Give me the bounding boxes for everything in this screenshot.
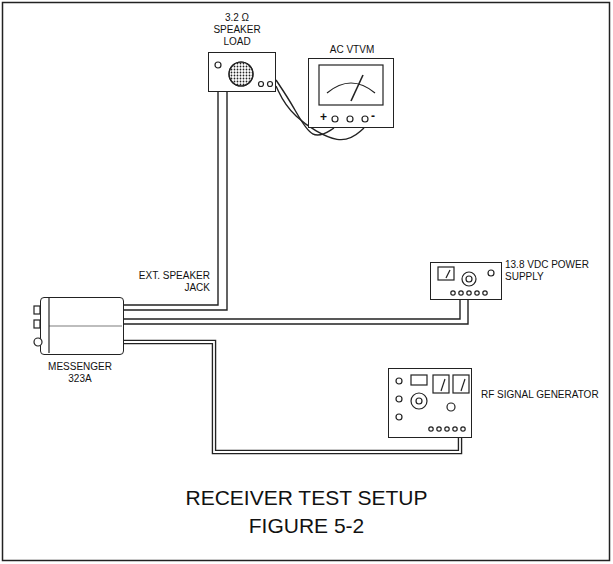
- output-meter: [433, 375, 449, 393]
- control-knob: [396, 414, 402, 420]
- terminal: [445, 427, 449, 431]
- terminal: [467, 291, 471, 295]
- instrument-drawing: [209, 53, 274, 90]
- terminal: [362, 116, 368, 122]
- speaker-load-box: 3.2 Ω SPEAKER LOAD: [208, 52, 276, 92]
- instrument-details: [319, 65, 383, 122]
- meter-needle: [441, 379, 445, 391]
- figure-number: FIGURE 5-2: [0, 514, 613, 538]
- instrument-label: MESSENGER 323A: [45, 361, 115, 385]
- speaker-grille: [229, 62, 253, 86]
- attenuator-knob: [447, 403, 455, 411]
- meter-face: [319, 65, 383, 105]
- instrument-label: AC VTVM: [322, 44, 382, 56]
- terminal: [347, 116, 353, 122]
- jack-label: EXT. SPEAKER JACK: [134, 270, 210, 294]
- control-knob: [396, 378, 402, 384]
- modulation-meter: [453, 375, 469, 393]
- terminal: [461, 427, 465, 431]
- front-panel-edge: [48, 298, 49, 353]
- terminal: [453, 427, 457, 431]
- meter-scale: [327, 83, 375, 93]
- control-knob: [396, 396, 402, 402]
- terminal-polarity: -: [371, 110, 375, 122]
- instrument-label: 3.2 Ω SPEAKER LOAD: [210, 12, 264, 48]
- tuning-knob: [411, 393, 427, 409]
- terminal: [437, 427, 441, 431]
- meter-needle: [446, 270, 450, 278]
- terminal: [483, 291, 487, 295]
- page-border: [3, 3, 610, 561]
- test-lead: [124, 300, 468, 324]
- volt-meter: [438, 267, 454, 280]
- terminal-polarity: +: [320, 111, 327, 123]
- meter-needle: [351, 75, 363, 101]
- terminal: [475, 291, 479, 295]
- instrument-drawing: [41, 298, 122, 353]
- instrument-details: [215, 62, 273, 87]
- instrument-label: RF SIGNAL GENERATOR: [481, 389, 605, 401]
- meter-needle: [461, 379, 465, 391]
- power-supply-box: 13.8 VDC POWER SUPPLY: [430, 262, 502, 300]
- frequency-dial: [411, 375, 427, 385]
- terminal: [459, 291, 463, 295]
- terminal: [268, 82, 273, 87]
- radio-unit: MESSENGER 323A: [40, 297, 124, 355]
- knob-center: [466, 276, 472, 282]
- terminal: [259, 82, 264, 87]
- instrument-label: 13.8 VDC POWER SUPPLY: [505, 259, 591, 283]
- signal-generator-box: RF SIGNAL GENERATOR: [388, 368, 472, 438]
- instrument-details: [438, 267, 494, 295]
- figure-title: RECEIVER TEST SETUP: [0, 486, 613, 510]
- control-knob: [34, 320, 40, 328]
- test-lead: [124, 92, 218, 305]
- terminal: [332, 116, 338, 122]
- instrument-details: [396, 375, 469, 431]
- mic-jack: [34, 338, 42, 346]
- voltage-knob: [462, 272, 476, 286]
- switch: [488, 270, 494, 276]
- terminal: [451, 291, 455, 295]
- case-seam: [49, 326, 122, 327]
- control-knob: [34, 306, 40, 314]
- instrument-drawing: [431, 263, 500, 298]
- level-knob: [215, 62, 221, 68]
- test-lead: [124, 92, 227, 310]
- speaker-rim: [229, 62, 253, 86]
- terminal: [429, 427, 433, 431]
- instrument-drawing: [389, 369, 470, 436]
- knob-center: [416, 398, 422, 404]
- instrument-details: [34, 298, 122, 353]
